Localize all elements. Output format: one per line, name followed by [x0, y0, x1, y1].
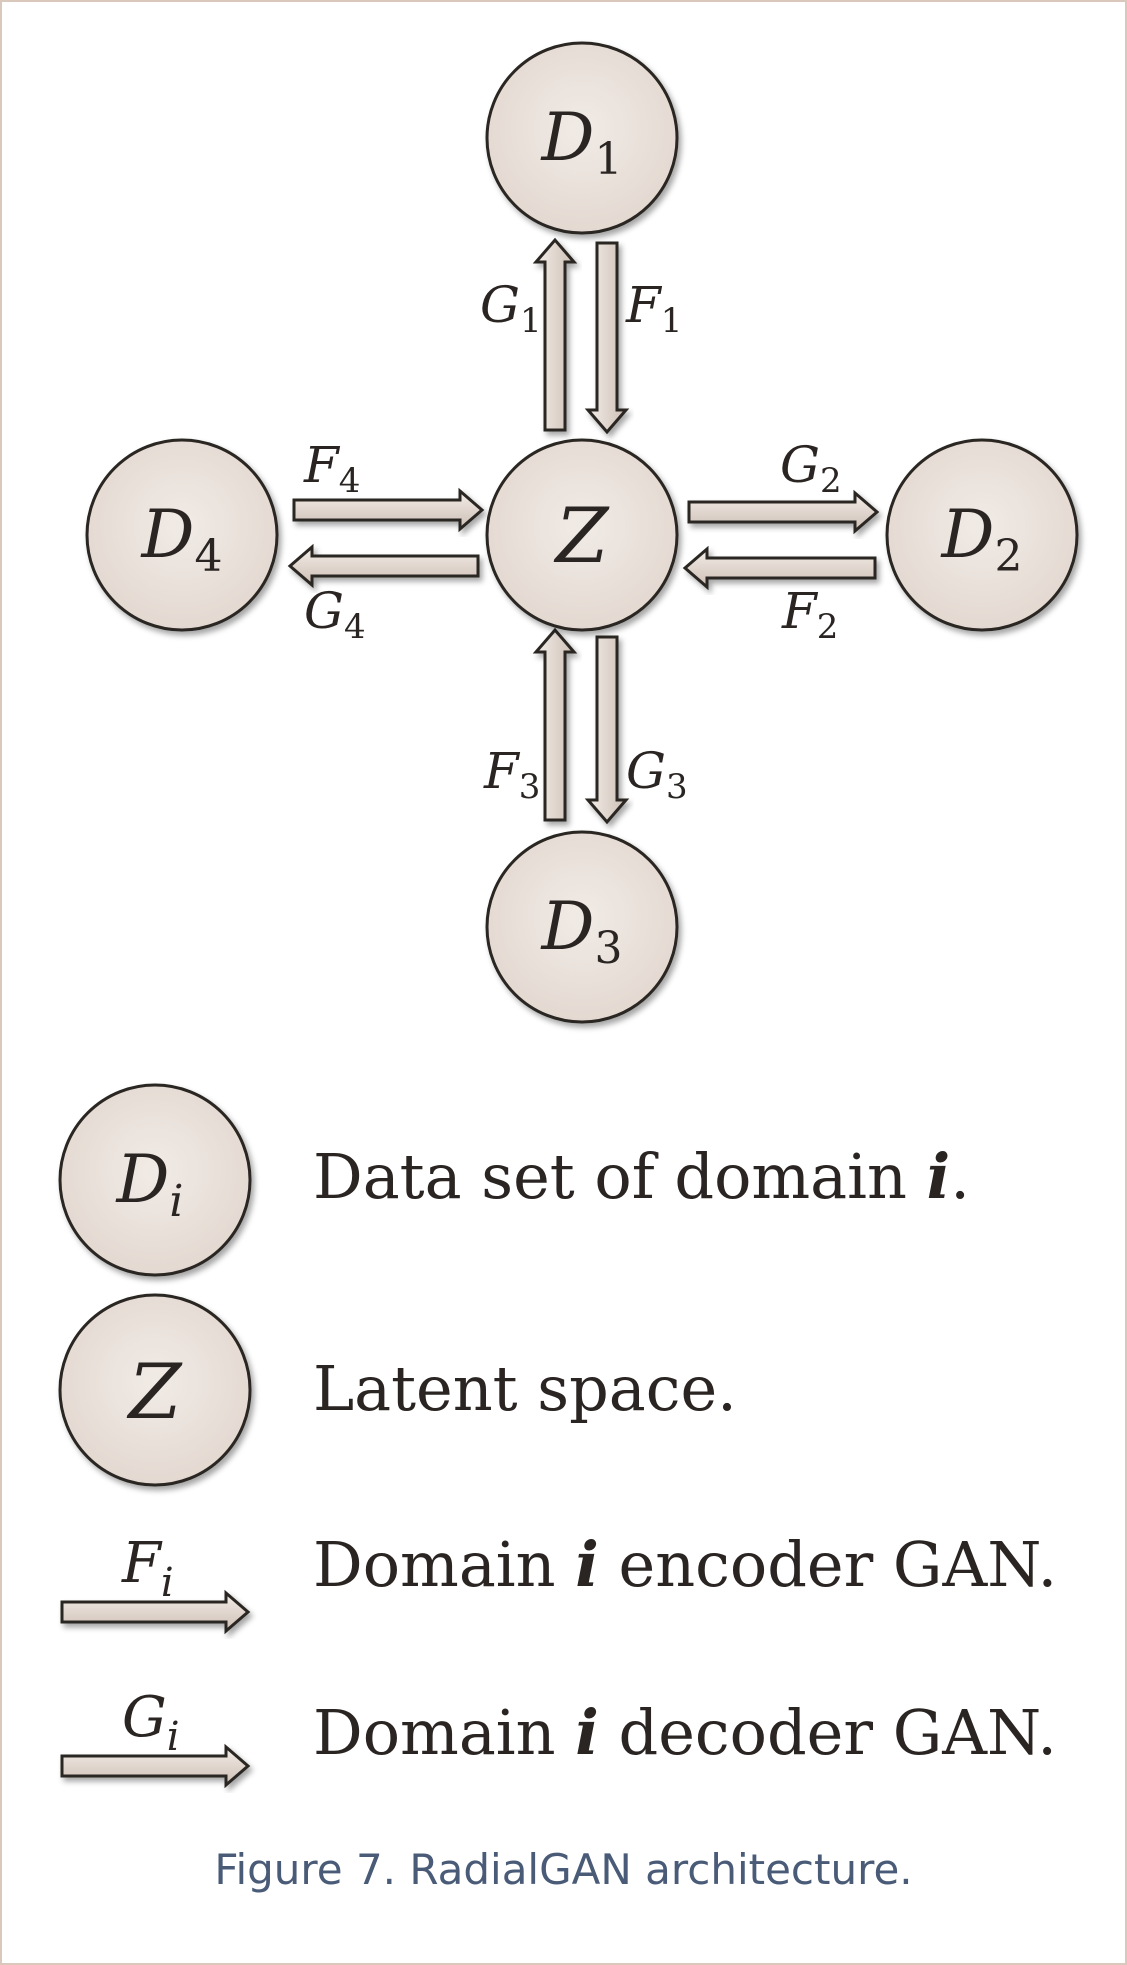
figure-caption: Figure 7. RadialGAN architecture.	[214, 1845, 913, 1894]
arrow-f1	[584, 241, 630, 435]
edge-label-f4: F4	[303, 436, 360, 501]
node-d2-circle	[885, 438, 1079, 632]
legend-text-data-set: Data set of domain i.	[313, 1140, 970, 1213]
node-d1-circle	[485, 41, 679, 235]
node-d3-label: D3	[541, 888, 623, 974]
legend-fi-symbol: Fi	[121, 1531, 174, 1606]
edge-label-g2: G2	[780, 436, 842, 501]
arrow-f3	[532, 627, 578, 822]
edge-label-g1: G1	[480, 276, 542, 341]
legend-gi-symbol: Gi	[122, 1685, 180, 1760]
legend-z-symbol: Z	[127, 1347, 183, 1436]
arrow-g2	[687, 489, 880, 535]
legend-text-latent-space: Latent space.	[313, 1352, 737, 1425]
node-z-label: Z	[554, 491, 610, 580]
legend-z-circle	[58, 1293, 252, 1487]
legend-gi-arrow	[60, 1743, 251, 1789]
node-z-circle	[485, 438, 679, 632]
arrow-g3	[584, 635, 630, 825]
node-d2-label: D2	[941, 496, 1023, 582]
edge-label-f1: F1	[625, 276, 682, 341]
arrow-g1	[532, 237, 578, 432]
legend-di-circle	[58, 1083, 252, 1277]
node-d1-label: D1	[541, 99, 623, 185]
edge-label-g3: G3	[626, 742, 688, 807]
legend-fi-arrow	[60, 1589, 251, 1635]
legend-di-symbol: Di	[116, 1141, 184, 1227]
edge-label-g4: G4	[304, 582, 366, 647]
arrow-f2	[682, 545, 877, 591]
node-d4-circle	[85, 438, 279, 632]
legend-text-decoder: Domain i decoder GAN.	[313, 1696, 1057, 1769]
arrow-f4	[292, 487, 485, 533]
arrow-g4	[287, 543, 480, 589]
edge-label-f2: F2	[781, 582, 838, 647]
node-d4-label: D4	[141, 496, 223, 582]
legend-text-encoder: Domain i encoder GAN.	[313, 1528, 1058, 1601]
edge-label-f3: F3	[483, 742, 540, 807]
node-d3-circle	[485, 830, 679, 1024]
